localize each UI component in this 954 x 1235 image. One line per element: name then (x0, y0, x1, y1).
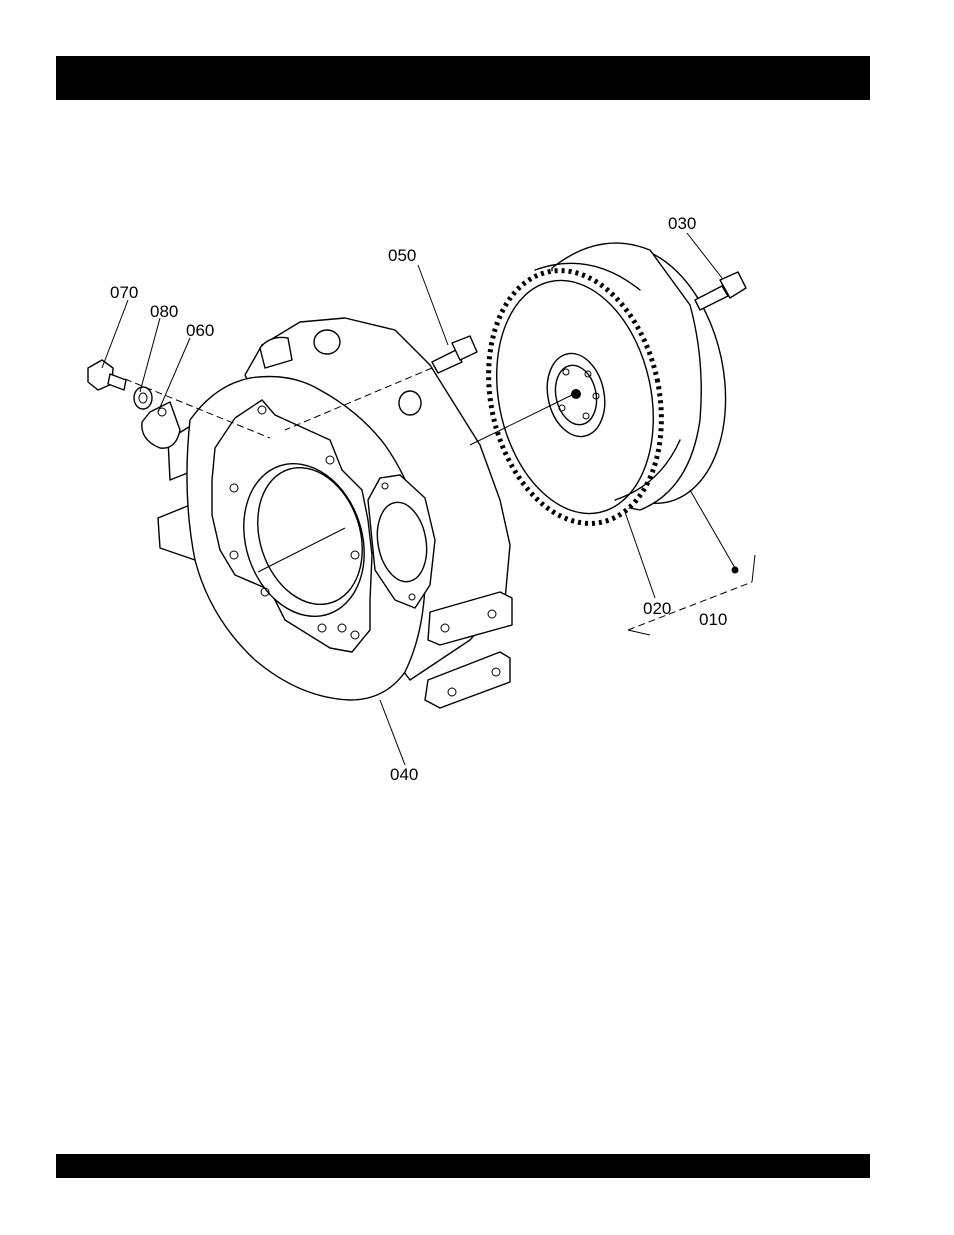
callout-030: 030 (668, 214, 696, 233)
callout-060: 060 (186, 321, 214, 340)
flywheel-housing (158, 318, 512, 708)
plate-bolt (88, 360, 126, 390)
callout-010: 010 (699, 610, 727, 629)
callout-070: 070 (110, 283, 138, 302)
callout-080: 080 (150, 302, 178, 321)
housing-bolt (432, 336, 477, 373)
callout-050: 050 (388, 246, 416, 265)
flywheel-assembly (466, 231, 748, 540)
callout-040: 040 (390, 765, 418, 784)
cover-plate (142, 402, 180, 448)
callout-020: 020 (643, 599, 671, 618)
flywheel-bolt (695, 272, 746, 310)
lock-washer (134, 387, 152, 409)
